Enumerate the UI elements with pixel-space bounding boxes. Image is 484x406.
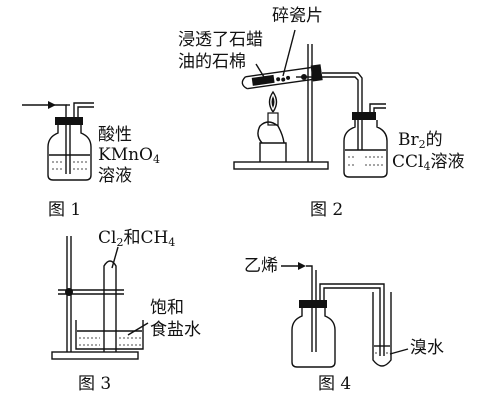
fig1-bottle [47, 125, 92, 181]
fig2-lamp-stand [259, 142, 287, 162]
fig1-outlet-tube [73, 102, 94, 118]
fig4-test-tube [372, 292, 392, 367]
fig2-test-tube [245, 66, 313, 90]
fig2-chips-label: 碎瓷片 [272, 6, 323, 26]
fig4-bottle [291, 308, 336, 368]
fig2-bottle-stopper [352, 112, 376, 120]
fig4-gas-label: 乙烯 [244, 256, 278, 276]
fig4-apparatus [281, 262, 409, 368]
fig3-salt-pointer [127, 322, 149, 336]
fig1-inlet-arrowhead [48, 101, 56, 109]
fig3-apparatus [51, 236, 149, 360]
fig2-receiving-bottle [343, 120, 388, 178]
fig1-stopper [55, 117, 83, 125]
fig2-stand-base [233, 161, 329, 170]
fig2-delivery-tube [322, 72, 363, 150]
fig4-inlet-tube [306, 265, 313, 352]
fig4-stopper [299, 300, 327, 308]
fig4-inlet-arrowhead [298, 262, 306, 270]
fig2-reagent-label-1: Br2的 [398, 130, 443, 151]
fig2-apparatus [233, 29, 388, 178]
fig4-reagent-pointer [389, 348, 409, 355]
fig2-chips-pointer [282, 29, 296, 77]
fig2-asbestos-pointer [255, 63, 265, 78]
fig3-gas-label: Cl2和CH4 [98, 228, 176, 249]
fig3-inverted-tube [103, 260, 117, 352]
fig1-reagent-label-1: 酸性 [98, 125, 132, 145]
fig4-reagent-label: 溴水 [410, 338, 444, 358]
fig4-caption: 图 4 [318, 374, 352, 394]
fig2-soaked-label-2: 油的石棉 [178, 52, 246, 72]
fig1-apparatus [22, 101, 94, 181]
fig2-reagent-label-2: CCl4溶液 [392, 152, 465, 173]
fig2-soaked-label-1: 浸透了石蜡 [178, 30, 263, 50]
fig3-stand-base [51, 351, 139, 360]
fig3-caption: 图 3 [78, 374, 112, 394]
fig1-inlet-tube [54, 104, 67, 118]
fig2-flame [268, 90, 278, 113]
fig1-reagent-label-3: 溶液 [98, 166, 132, 186]
fig3-solution-label-2: 食盐水 [150, 320, 201, 340]
fig2-stopper [310, 64, 323, 82]
fig1-reagent-label-2: KMnO4 [98, 145, 160, 166]
fig3-gas-pointer [111, 246, 119, 269]
fig3-solution-label-1: 饱和 [150, 298, 184, 318]
fig2-soaked-asbestos [251, 74, 275, 86]
fig1-caption: 图 1 [48, 200, 82, 220]
fig2-caption: 图 2 [310, 200, 344, 220]
fig4-outlet-tube [319, 283, 385, 356]
fig3-trough [75, 320, 144, 350]
